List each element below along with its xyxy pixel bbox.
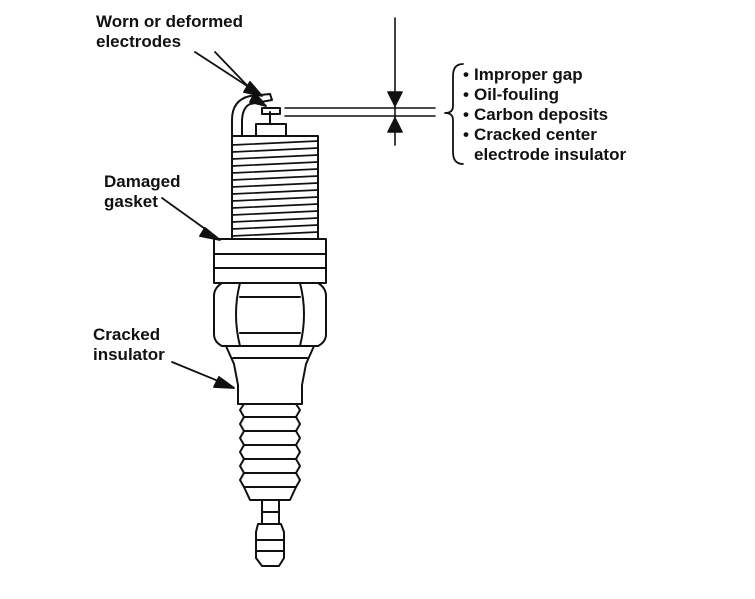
insulator-body bbox=[225, 345, 315, 405]
list-item-text: electrode insulator bbox=[474, 145, 627, 164]
ribbed-insulator bbox=[239, 403, 301, 501]
gap-dimension bbox=[284, 17, 436, 146]
list-item: • Cracked center bbox=[463, 125, 626, 145]
list-item: • Improper gap bbox=[463, 65, 626, 85]
list-item-text: Carbon deposits bbox=[474, 105, 609, 124]
gasket bbox=[213, 238, 327, 284]
label-worn-deformed-electrodes: Worn or deformed electrodes bbox=[96, 12, 243, 52]
label-line: gasket bbox=[104, 192, 158, 211]
bullet: • bbox=[463, 105, 469, 124]
list-item-text: Cracked center bbox=[474, 125, 597, 144]
list-item-continuation: electrode insulator bbox=[463, 145, 626, 165]
list-item: • Oil-fouling bbox=[463, 85, 626, 105]
brace bbox=[444, 63, 464, 165]
label-line: insulator bbox=[93, 345, 165, 364]
hex-shell bbox=[213, 282, 327, 347]
label-cracked-insulator: Cracked insulator bbox=[93, 325, 165, 365]
label-damaged-gasket: Damaged gasket bbox=[104, 172, 181, 212]
bullet: • bbox=[463, 85, 469, 104]
label-line: Cracked bbox=[93, 325, 161, 344]
threaded-shell bbox=[231, 135, 319, 240]
list-item-text: Oil-fouling bbox=[474, 85, 559, 104]
bullet: • bbox=[463, 65, 469, 84]
terminal-nut bbox=[255, 499, 285, 567]
label-line: Damaged bbox=[104, 172, 181, 191]
electrodes bbox=[231, 93, 287, 137]
label-line: electrodes bbox=[96, 32, 182, 51]
bullet: • bbox=[463, 125, 469, 144]
leader-arrows bbox=[161, 51, 267, 389]
list-item: • Carbon deposits bbox=[463, 105, 626, 125]
gap-issues-list: • Improper gap • Oil-fouling • Carbon depos… bbox=[463, 65, 626, 165]
list-item-text: Improper gap bbox=[474, 65, 583, 84]
label-line: Worn or deformed bbox=[96, 12, 244, 31]
